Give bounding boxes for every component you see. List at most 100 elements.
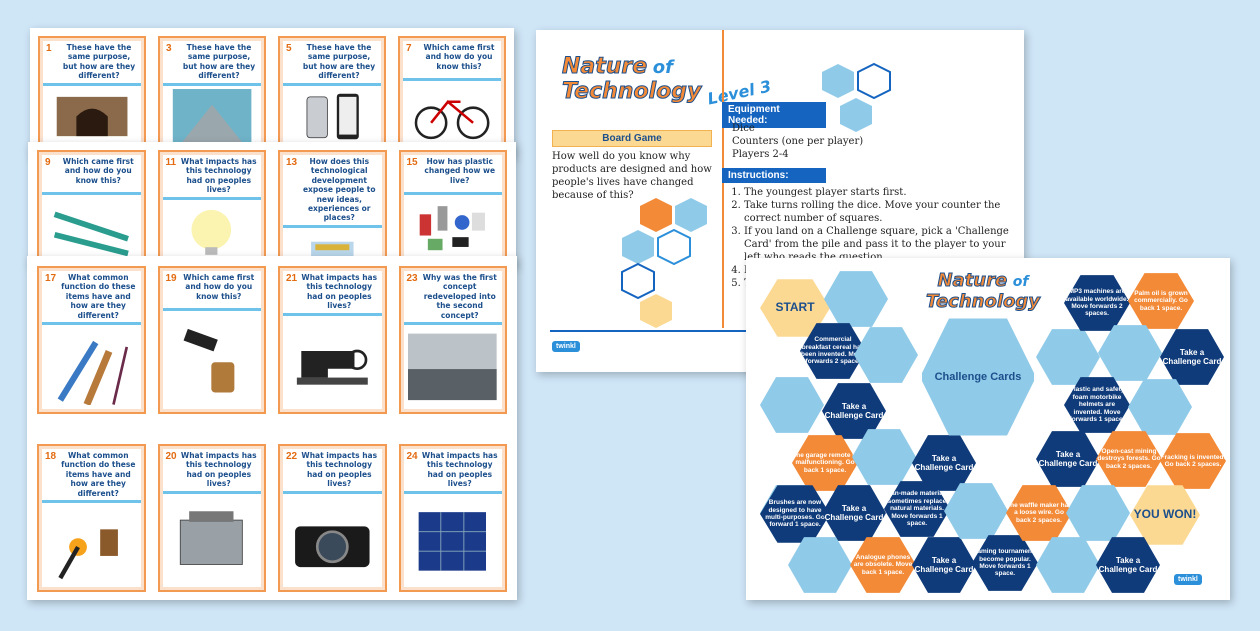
board-space[interactable] <box>1098 325 1162 381</box>
board-space[interactable] <box>760 377 824 433</box>
card-question: What impacts has this technology had on … <box>421 451 498 489</box>
card-header: 23 Why was the first concept redeveloped … <box>403 271 502 325</box>
challenge-space[interactable]: Take a Challenge Card <box>1036 431 1100 487</box>
challenge-space[interactable]: Take a Challenge Card <box>912 537 976 593</box>
equipment-item: Players 2-4 <box>732 149 789 160</box>
board-space[interactable] <box>1128 379 1192 435</box>
message-space-11[interactable]: Analogue phones are obsolete. Move back … <box>850 537 916 593</box>
board-space[interactable] <box>1036 537 1100 593</box>
message-space-4[interactable]: Plastic and safety foam motorbike helmet… <box>1064 377 1130 433</box>
challenge-space[interactable]: Take a Challenge Card <box>912 435 976 491</box>
board-sheet: Nature of Technology START Commercial br… <box>746 258 1230 600</box>
message-space-2[interactable]: MP3 machines are available worldwide. Mo… <box>1064 275 1130 331</box>
card-number: 5 <box>286 43 292 54</box>
you-won-space[interactable]: YOU WON! <box>1130 485 1200 545</box>
guide-title: Nature of Technology Level 3 <box>561 54 772 109</box>
guide-title-word-2: Technology <box>561 79 702 105</box>
card-number: 22 <box>286 451 298 462</box>
phone-icon <box>283 86 381 152</box>
message-space-8[interactable]: Brushes are now designed to have multi-p… <box>760 485 830 543</box>
board-game-label: Board Game <box>552 130 712 147</box>
card-number: 1 <box>46 43 52 54</box>
guide-intro: How well do you know why products are de… <box>552 151 712 201</box>
card-question: Which came first and how do you know thi… <box>183 273 255 301</box>
message-space-12[interactable]: Gaming tournaments become popular. Move … <box>972 535 1038 591</box>
message-space-1[interactable]: Commercial breakfast cereal has been inv… <box>800 323 866 379</box>
train-icon <box>283 228 382 263</box>
card-number: 24 <box>406 451 418 462</box>
message-space-6[interactable]: Open-cast mining destroys forests. Go ba… <box>1096 431 1162 487</box>
board-space[interactable] <box>824 271 888 327</box>
message-space-3[interactable]: Palm oil is grown commercially. Go back … <box>1128 273 1194 329</box>
light-bulb-icon <box>163 200 262 264</box>
twinkl-logo: twinkl <box>552 341 580 352</box>
challenge-space[interactable]: Take a Challenge Card <box>1160 329 1224 385</box>
equipment-list: Dice Counters (one per player) Players 2… <box>732 122 863 161</box>
message-space-7[interactable]: Fracking is invented. Go back 2 spaces. <box>1160 433 1226 489</box>
card-question: What impacts has this technology had on … <box>301 451 378 489</box>
equipment-item: Dice <box>732 123 755 134</box>
guide-title-word-1: Nature <box>561 54 648 80</box>
card-question: What common function do these items have… <box>61 451 136 498</box>
board-space[interactable] <box>854 327 918 383</box>
equipment-heading: Equipment Needed: <box>722 102 826 128</box>
question-card[interactable]: 5 These have the same purpose, but how ar… <box>278 36 386 156</box>
challenge-cards-pile[interactable]: Challenge Cards <box>920 318 1036 436</box>
card-body: 5 These have the same purpose, but how ar… <box>283 41 381 151</box>
message-space-10[interactable]: The waffle maker has a loose wire. Go ba… <box>1006 485 1072 541</box>
engine-icon <box>163 494 262 588</box>
card-grid-1: 1 These have the same purpose, but how ar… <box>38 36 506 156</box>
card-question: These have the same purpose, but how are… <box>182 43 256 81</box>
message-space-5[interactable]: The garage remote is malfunctioning. Go … <box>792 435 858 491</box>
challenge-space[interactable]: Take a Challenge Card <box>822 485 886 541</box>
flame-torch-icon <box>42 503 141 587</box>
instruction-item: I <box>744 264 1012 277</box>
card-number: 7 <box>406 43 412 54</box>
board-space[interactable] <box>1066 485 1130 541</box>
card-question: These have the same purpose, but how are… <box>302 43 376 81</box>
tunnel-icon <box>43 86 141 152</box>
guide-hexagon-decoration <box>621 198 707 328</box>
board-space[interactable] <box>852 429 916 485</box>
card-sheet-1: 1 These have the same purpose, but how ar… <box>30 28 514 158</box>
card-question: Why was the first concept redeveloped in… <box>422 273 497 320</box>
message-space-9[interactable]: Man-made materials sometimes replace nat… <box>884 481 950 537</box>
dam-icon <box>163 86 261 152</box>
card-number: 23 <box>406 273 418 284</box>
card-number: 9 <box>45 157 51 168</box>
board-space[interactable] <box>944 483 1008 539</box>
card-question: What impacts has this technology had on … <box>180 451 257 489</box>
plastic-items-icon <box>404 195 503 263</box>
board-space[interactable] <box>788 537 852 593</box>
board-title-of: of <box>1012 274 1029 290</box>
card-number: 11 <box>165 157 177 168</box>
question-card[interactable]: 23 Why was the first concept redeveloped … <box>398 266 507 414</box>
card-number: 20 <box>165 451 177 462</box>
